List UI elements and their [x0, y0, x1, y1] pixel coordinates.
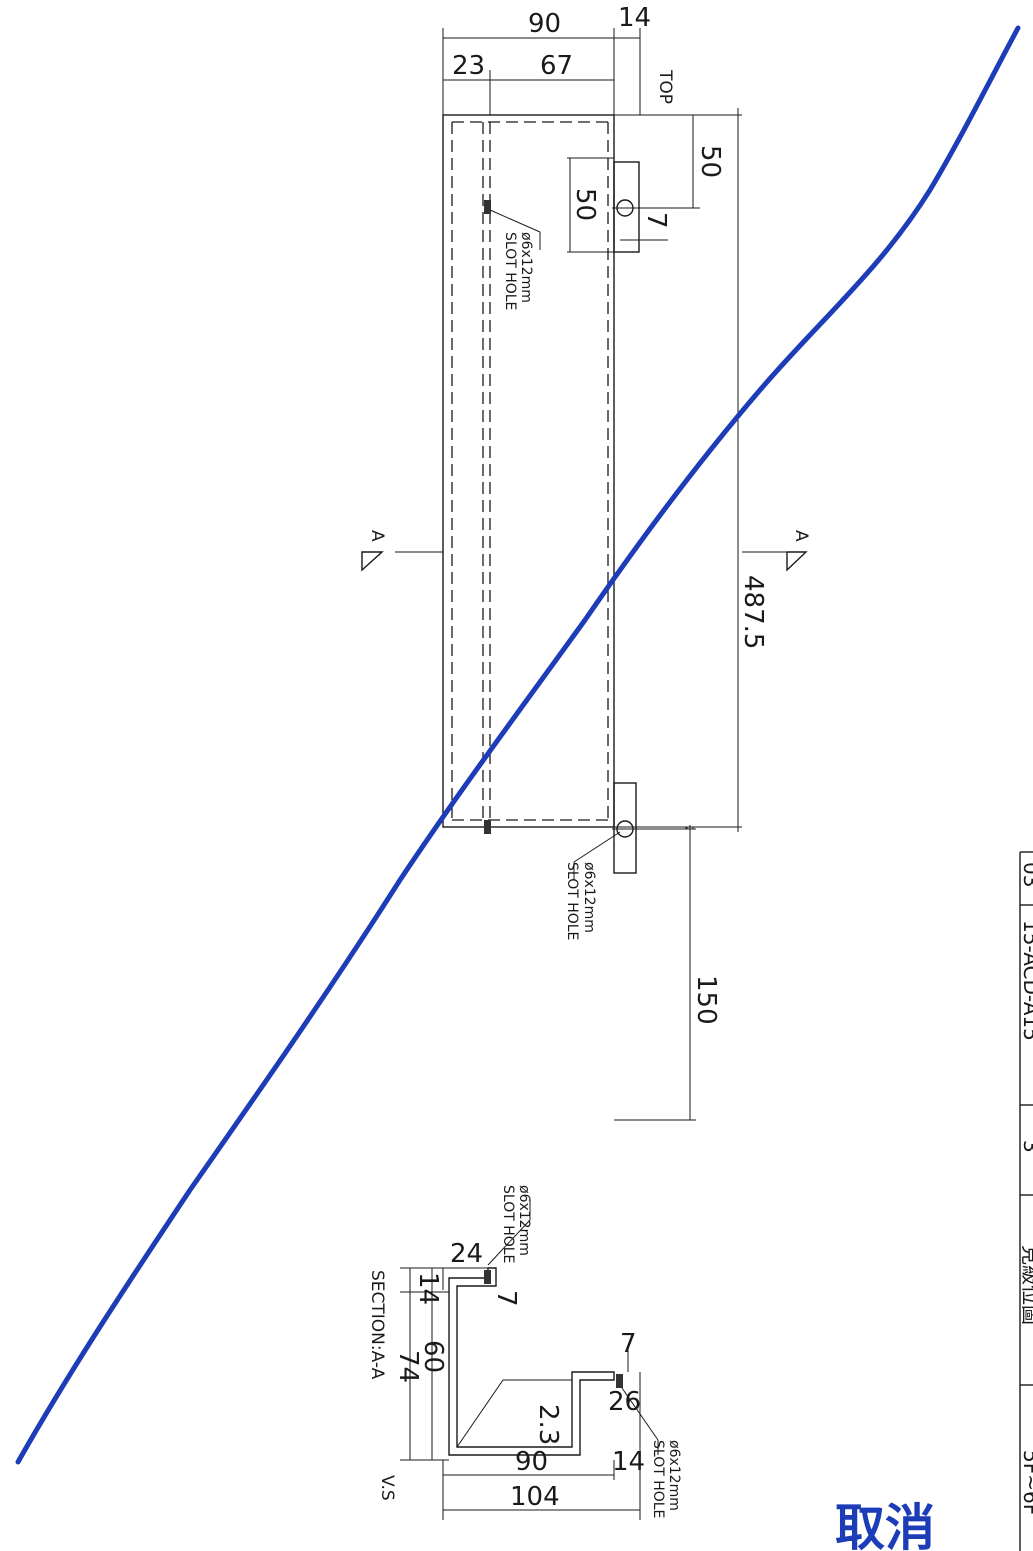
- dim-67: 67: [540, 51, 573, 81]
- dim-60: 60: [418, 1340, 448, 1373]
- tb-qty: 3: [1019, 1140, 1033, 1153]
- dim-7-top-lip: 7: [491, 1290, 521, 1307]
- dim-23: 23: [452, 51, 485, 81]
- slot-note-mid-2: SLOT HOLE: [564, 862, 580, 940]
- web-slot-bottom: [484, 820, 491, 834]
- dim-90-section: 90: [515, 1447, 548, 1477]
- section-hatch-line: [456, 1379, 504, 1448]
- tb-remark: 見級位圖: [1019, 1245, 1033, 1325]
- section-mark-right: A: [791, 530, 811, 542]
- section-arrow-right: [786, 551, 808, 572]
- slot-note-section-right-1: ø6x12mm: [666, 1440, 682, 1511]
- dim-14-base: 14: [612, 1447, 645, 1477]
- bracket-plate-bottom: [613, 782, 637, 874]
- slot-note-top-1: ø6x12mm: [518, 232, 534, 303]
- tb-floor: 5F~6F: [1019, 1450, 1033, 1515]
- dim-50-offset: 50: [695, 145, 725, 178]
- dim-50-plate: 50: [570, 188, 600, 221]
- title-block: 03 15-ACD-A15 3 見級位圖 5F~6F: [1019, 851, 1033, 1551]
- handwritten-cancel: 取消: [835, 1498, 935, 1551]
- section-mark-left: A: [367, 530, 387, 542]
- dim-104: 104: [510, 1482, 560, 1512]
- dim-150: 150: [691, 975, 721, 1025]
- slot-note-section-top-1: ø6x12mm: [516, 1185, 532, 1256]
- dim-24: 24: [450, 1239, 483, 1269]
- section-profile: [448, 1267, 615, 1456]
- cancel-strike-line: [15, 25, 1021, 1465]
- top-view: 90 14 23 67 TOP 50 487.5 150: [361, 3, 811, 1121]
- slot-note-top-2: SLOT HOLE: [502, 232, 518, 310]
- dim-74: 74: [393, 1350, 423, 1383]
- slot-note-mid-1: ø6x12mm: [581, 862, 597, 933]
- slot-note-section-right-2: SLOT HOLE: [650, 1440, 666, 1518]
- section-title: SECTION:A-A: [367, 1270, 387, 1380]
- dim-7-lip: 7: [620, 1329, 637, 1359]
- section-view: 24 14 74 60 2.3 26 7 7 90 14 104 SECTION…: [367, 1185, 682, 1520]
- tb-item-no: 03: [1019, 862, 1033, 887]
- slot-note-section-top-2: SLOT HOLE: [500, 1185, 516, 1263]
- dim-14: 14: [618, 3, 651, 33]
- dim-487-5: 487.5: [738, 575, 768, 649]
- dim-14-section: 14: [413, 1272, 443, 1305]
- tb-drawing-no: 15-ACD-A15: [1019, 920, 1033, 1041]
- section-scale: V.S: [377, 1475, 397, 1501]
- dim-90: 90: [528, 9, 561, 39]
- dim-2-3: 2.3: [533, 1404, 563, 1445]
- bracket-plate-top: [613, 161, 640, 253]
- section-arrow-left: [361, 551, 384, 572]
- part-outline: [442, 114, 615, 828]
- dim-7: 7: [641, 212, 671, 229]
- top-label: TOP: [655, 69, 675, 104]
- web-slot-top: [484, 200, 491, 214]
